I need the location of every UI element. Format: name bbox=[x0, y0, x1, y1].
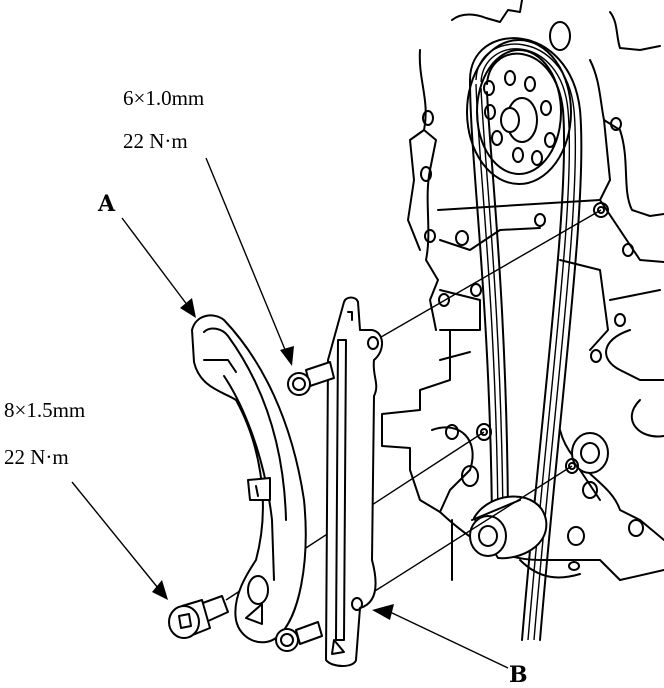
lower-hex-bolt bbox=[275, 621, 323, 652]
crank-sprocket bbox=[469, 495, 548, 560]
upper-bolt-torque-label: 22 N·m bbox=[123, 129, 188, 153]
arrow-b-head bbox=[372, 604, 394, 620]
upper-bolt-size-label: 6×1.0mm bbox=[123, 86, 205, 110]
cam-sprocket bbox=[466, 39, 572, 185]
arrow-a-head bbox=[180, 298, 196, 318]
lower-bolt-size-label: 8×1.5mm bbox=[4, 398, 86, 422]
tensioner-arm-a bbox=[191, 314, 307, 644]
arrow-lower-bolt-head bbox=[152, 580, 168, 600]
callout-b: B bbox=[509, 662, 528, 688]
socket-head-bolt bbox=[168, 595, 229, 639]
callout-a: A bbox=[98, 191, 116, 217]
upper-bolt bbox=[287, 361, 335, 396]
chain-guide-b bbox=[325, 296, 383, 667]
timing-chain bbox=[469, 37, 583, 641]
arrow-upper-bolt-head bbox=[280, 346, 294, 366]
lower-bolt-torque-label: 22 N·m bbox=[4, 445, 69, 469]
leader-arrows bbox=[71, 157, 509, 669]
